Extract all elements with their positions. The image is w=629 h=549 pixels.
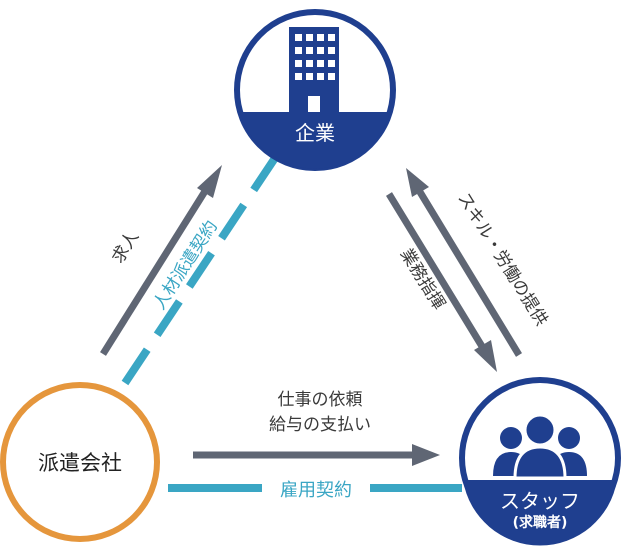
skill-provision-label: スキル・労働の提供 [453, 189, 551, 329]
company-label: 企業 [295, 121, 335, 145]
recruit-arrow [100, 165, 222, 356]
staff-label: スタッフ [500, 489, 580, 513]
people-group-icon [493, 413, 587, 480]
dispatch-contract-line [121, 155, 279, 386]
job-request-label-line1: 仕事の依頼 [278, 390, 363, 410]
staff-sublabel: (求職者) [513, 514, 568, 531]
office-building-icon [289, 27, 339, 112]
agency-node: 派遣会社 [0, 382, 160, 542]
job-request-label-line2: 給与の支払い [269, 415, 371, 435]
recruit-label: 求人 [108, 228, 143, 267]
agency-label: 派遣会社 [38, 451, 122, 475]
staff-node: スタッフ (求職者) [459, 377, 621, 546]
company-node: 企業 [234, 9, 396, 171]
employment-contract-label: 雇用契約 [280, 480, 352, 501]
work-direction-arrow [386, 192, 497, 372]
skill-provision-arrow [406, 168, 522, 357]
job-request-arrow [193, 444, 440, 466]
